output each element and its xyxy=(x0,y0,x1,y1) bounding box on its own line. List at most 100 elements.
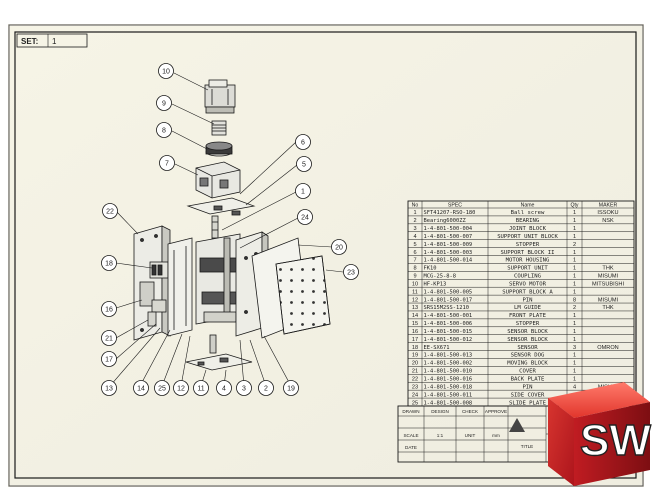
title-block-cell: DATE xyxy=(405,445,417,450)
bom-cell: 18 xyxy=(412,345,418,351)
balloon-callout: 13 xyxy=(101,380,117,396)
title-block-cell: CHECK xyxy=(462,409,479,414)
title-block-cell: mm xyxy=(492,433,500,438)
balloon-callout: 22 xyxy=(102,203,118,219)
balloon-number: 25 xyxy=(158,386,166,393)
title-block-cell: UNIT xyxy=(465,433,476,438)
sensor-block-part xyxy=(149,261,169,313)
balloon-number: 14 xyxy=(137,386,145,393)
balloon-number: 11 xyxy=(197,386,204,393)
balloon-callout: 9 xyxy=(156,95,172,111)
balloon-number: 17 xyxy=(105,357,113,364)
bom-cell: 1 xyxy=(573,313,576,319)
support-unit-part xyxy=(205,141,233,157)
company-logo-mark xyxy=(509,418,525,432)
bom-cell: 3 xyxy=(573,345,576,351)
bom-cell: 6 xyxy=(413,250,416,256)
bom-cell: 1 xyxy=(573,250,576,256)
bom-cell: 12 xyxy=(412,297,418,303)
balloon-callout: 12 xyxy=(173,380,189,396)
balloon-callout: 25 xyxy=(154,380,170,396)
bom-cell: 1 xyxy=(573,281,576,287)
bom-cell: LM GUIDE xyxy=(514,305,542,311)
balloon-number: 12 xyxy=(177,386,185,393)
bom-cell: 13 xyxy=(412,305,418,311)
bom-cell: SERVO MOTOR xyxy=(509,281,547,287)
bom-cell: MITSUBISHI xyxy=(592,281,624,287)
bom-cell: COUPLING xyxy=(514,274,542,280)
bom-cell: 1 xyxy=(573,210,576,216)
bom-cell: 15 xyxy=(412,321,418,327)
bom-cell: 1-4-801-500-015 xyxy=(424,329,473,335)
bom-cell: SENSOR BLOCK xyxy=(507,337,548,343)
title-block-cell: APPROVE xyxy=(485,409,507,414)
leader-lines xyxy=(109,72,344,387)
balloon-number: 20 xyxy=(335,245,343,252)
title-block-cell: TITLE xyxy=(521,444,534,449)
bom-cell: FK10 xyxy=(424,266,437,272)
balloon-callout: 20 xyxy=(331,239,347,255)
balloon-callout: 6 xyxy=(295,134,311,150)
balloon-callout: 17 xyxy=(101,351,117,367)
bom-cell: THK xyxy=(602,266,613,272)
exploded-assembly xyxy=(133,79,331,371)
bom-cell: 1 xyxy=(573,234,576,240)
bom-cell: SUPPORT UNIT BLOCK xyxy=(497,234,558,240)
front-plate-part xyxy=(167,237,193,337)
bom-cell: 19 xyxy=(412,353,418,359)
bom-cell: 1-4-801-500-014 xyxy=(424,258,473,264)
bom-cell: 1 xyxy=(573,266,576,272)
bom-cell: EE-SX671 xyxy=(424,345,450,351)
bom-row: 8 FK10 SUPPORT UNIT 1 THK xyxy=(413,266,613,272)
balloon-number: 21 xyxy=(105,336,113,343)
balloon-callout: 21 xyxy=(101,330,117,346)
balloon-callout: 10 xyxy=(158,63,174,79)
coupling-part xyxy=(211,120,227,136)
bom-cell: 1-4-801-500-007 xyxy=(424,234,473,240)
bom-cell: 1 xyxy=(573,337,576,343)
bom-cell: 1-4-801-500-001 xyxy=(424,313,473,319)
bom-cell: 24 xyxy=(412,392,418,398)
bom-cell: 1-4-801-500-008 xyxy=(424,400,473,406)
bom-cell: 2 xyxy=(573,305,576,311)
bom-cell: 9 xyxy=(413,274,416,280)
bom-cell: 1 xyxy=(573,376,576,382)
bom-cell: 1 xyxy=(573,274,576,280)
balloon-callout: 3 xyxy=(236,380,252,396)
bom-cell: SUPPORT UNIT xyxy=(507,266,548,272)
balloon-callout: 14 xyxy=(133,380,149,396)
bom-cell: 1 xyxy=(573,361,576,367)
pin-part xyxy=(209,334,217,354)
title-block-cell: SCALE xyxy=(403,433,418,438)
balloon-number: 22 xyxy=(106,209,114,216)
bom-cell: 8 xyxy=(413,266,416,272)
bom-cell: MOTOR HOUSING xyxy=(506,258,550,264)
balloon-callout: 8 xyxy=(156,122,172,138)
bom-cell: 23 xyxy=(412,384,418,390)
support-block-part xyxy=(186,197,256,216)
balloon-number: 18 xyxy=(105,261,113,268)
title-block-cell: 1:1 xyxy=(437,433,444,438)
bom-cell: SENSOR DOG xyxy=(511,353,545,359)
bom-cell: 7 xyxy=(413,258,416,264)
bom-cell: 11 xyxy=(412,289,418,295)
bom-cell: 17 xyxy=(412,337,418,343)
bom-cell: 1 xyxy=(573,218,576,224)
servo-motor-part xyxy=(204,79,236,114)
balloon-callout: 24 xyxy=(297,209,313,225)
balloon-callout: 4 xyxy=(216,380,232,396)
bom-cell: 1-4-801-500-002 xyxy=(424,361,473,367)
bom-cell: 1 xyxy=(413,210,416,216)
bom-cell: 1-4-801-500-017 xyxy=(424,297,473,303)
bom-cell: SUPPORT BLOCK A xyxy=(502,289,553,295)
bom-cell: ISSOKU xyxy=(597,210,618,216)
bom-cell: 14 xyxy=(412,313,418,319)
